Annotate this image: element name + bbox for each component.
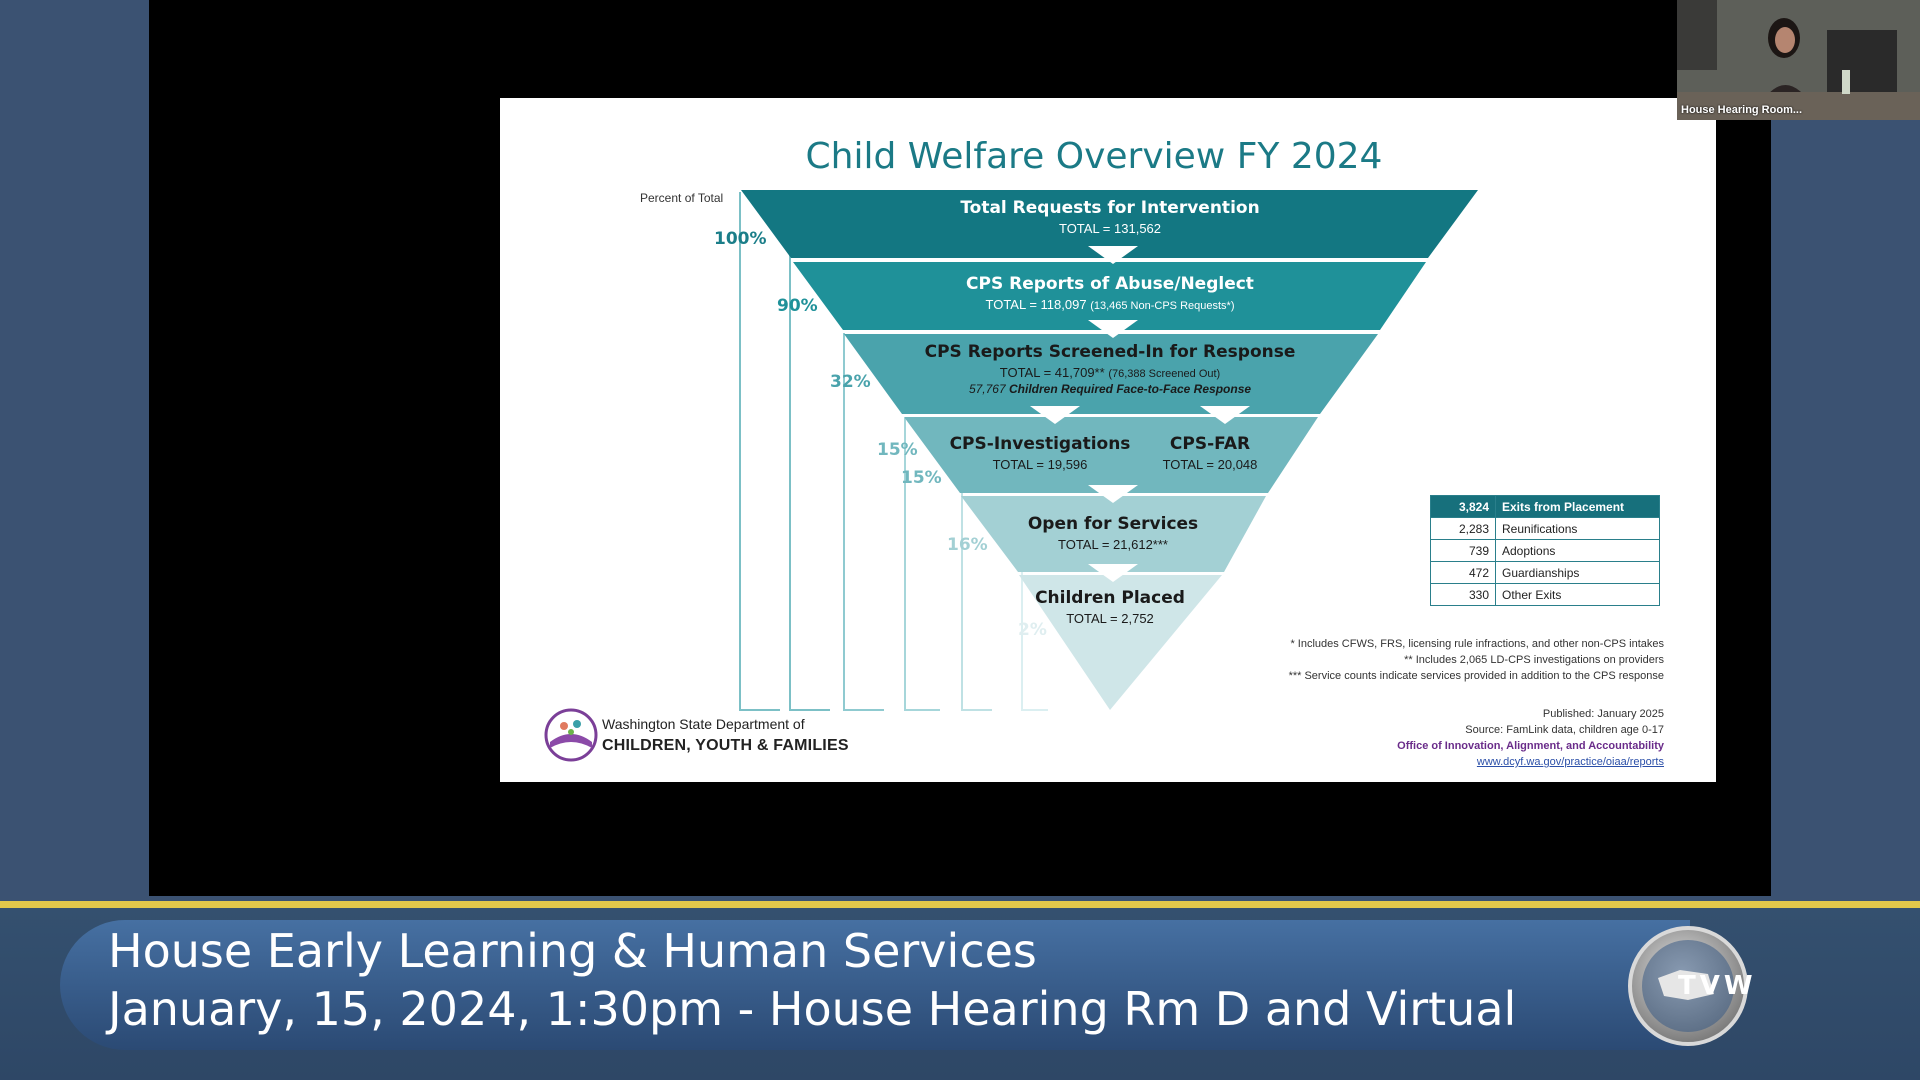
percent-label-90: 90% bbox=[777, 296, 818, 316]
table-row: 472 Guardianships bbox=[1430, 561, 1660, 584]
percent-brackets bbox=[739, 192, 1048, 711]
participant-video-thumbnail[interactable]: House Hearing Room... bbox=[1677, 0, 1920, 120]
stage-cps-reports: CPS Reports of Abuse/Neglect TOTAL = 118… bbox=[900, 274, 1320, 312]
percent-label-2: 2% bbox=[1018, 620, 1047, 640]
funnel-layer-4 bbox=[904, 417, 1318, 493]
funnel-layer-5 bbox=[961, 496, 1266, 572]
stage-screened-in: CPS Reports Screened-In for Response TOT… bbox=[900, 342, 1320, 396]
bracket-90 bbox=[789, 251, 830, 711]
footnotes: * Includes CFWS, FRS, licensing rule inf… bbox=[1289, 636, 1664, 684]
table-cell: 472 bbox=[1430, 561, 1496, 584]
stage-total: TOTAL = 131,562 bbox=[1058, 221, 1162, 236]
stage-title: Total Requests for Intervention bbox=[960, 198, 1260, 218]
funnel-diagram bbox=[739, 190, 1478, 711]
table-cell: 330 bbox=[1430, 583, 1496, 606]
stage-total-requests: Total Requests for Intervention TOTAL = … bbox=[900, 198, 1320, 236]
bracket-2 bbox=[1021, 558, 1048, 711]
data-source: Source: FamLink data, children age 0-17 bbox=[1465, 724, 1664, 736]
funnel-layer-6 bbox=[1019, 575, 1222, 710]
percent-axis-label: Percent of Total bbox=[640, 191, 724, 205]
funnel-layer-2 bbox=[793, 262, 1426, 330]
slide-title: Child Welfare Overview FY 2024 bbox=[805, 136, 1383, 177]
percent-label-15-inv: 15% bbox=[877, 440, 918, 460]
presentation-screen: Child Welfare Overview FY 2024 Percent o… bbox=[149, 0, 1920, 896]
percent-label-16: 16% bbox=[947, 535, 988, 555]
table-row: 739 Adoptions bbox=[1430, 539, 1660, 562]
footnote: *** Service counts indicate services pro… bbox=[1288, 670, 1664, 682]
footnote: ** Includes 2,065 LD-CPS investigations … bbox=[1404, 654, 1664, 666]
table-row: 2,283 Reunifications bbox=[1430, 517, 1660, 540]
stage-title: CPS-FAR bbox=[1169, 434, 1251, 454]
office-name: Office of Innovation, Alignment, and Acc… bbox=[1397, 740, 1664, 752]
participant-video-image bbox=[1677, 0, 1920, 120]
percent-label-32: 32% bbox=[830, 372, 871, 392]
stage-total: TOTAL = 19,596 bbox=[992, 457, 1088, 472]
stage-note: (13,465 Non-CPS Requests*) bbox=[1090, 300, 1235, 312]
reports-link[interactable]: www.dcyf.wa.gov/practice/oiaa/reports bbox=[1476, 756, 1664, 768]
table-header-row: 3,824 Exits from Placement bbox=[1430, 495, 1660, 518]
table-cell: Exits from Placement bbox=[1495, 495, 1660, 518]
table-cell: 2,283 bbox=[1430, 517, 1496, 540]
stage-total: TOTAL = 20,048 bbox=[1162, 457, 1258, 472]
stage-title: CPS Reports Screened-In for Response bbox=[924, 342, 1296, 362]
arrow-5 bbox=[1088, 564, 1138, 582]
stage-children-placed: Children Placed TOTAL = 2,752 bbox=[1010, 588, 1210, 626]
stage-required-count: 57,767 bbox=[968, 382, 1006, 396]
slide: Child Welfare Overview FY 2024 Percent o… bbox=[500, 98, 1716, 782]
bracket-100 bbox=[739, 192, 780, 711]
table-cell: Reunifications bbox=[1495, 517, 1660, 540]
percent-label-100: 100% bbox=[714, 229, 767, 249]
lower-third-banner bbox=[60, 920, 1690, 1050]
published-date: Published: January 2025 bbox=[1542, 708, 1664, 720]
stage-note: (76,388 Screened Out) bbox=[1108, 368, 1221, 380]
table-cell: 739 bbox=[1430, 539, 1496, 562]
arrow-3a bbox=[1030, 406, 1080, 424]
table-cell: 3,824 bbox=[1430, 495, 1496, 518]
table-cell: Other Exits bbox=[1495, 583, 1660, 606]
program-title: House Early Learning & Human Services bbox=[108, 924, 1037, 978]
stage-total: TOTAL = 2,752 bbox=[1066, 611, 1154, 626]
stage-total: TOTAL = 21,612*** bbox=[1058, 537, 1168, 552]
stage-title: CPS Reports of Abuse/Neglect bbox=[966, 274, 1254, 294]
arrow-1 bbox=[1088, 246, 1138, 264]
stage-title: Open for Services bbox=[1027, 514, 1199, 534]
stage-investigations: CPS-Investigations TOTAL = 19,596 bbox=[940, 434, 1140, 472]
arrow-3b bbox=[1200, 406, 1250, 424]
publication-info: Published: January 2025 Source: FamLink … bbox=[1397, 706, 1664, 770]
lower-third-stripe bbox=[0, 901, 1920, 908]
video-label: House Hearing Room... bbox=[1681, 104, 1803, 116]
stage-total: TOTAL = 41,709** bbox=[999, 365, 1105, 380]
funnel-layer-1 bbox=[741, 190, 1478, 258]
tvw-logo-text: TVW bbox=[1678, 971, 1757, 1001]
exits-from-placement-table: 3,824 Exits from Placement 2,283 Reunifi… bbox=[1430, 495, 1660, 606]
arrow-2 bbox=[1088, 320, 1138, 338]
footnote: * Includes CFWS, FRS, licensing rule inf… bbox=[1290, 638, 1664, 650]
dcyf-logo-icon bbox=[544, 708, 598, 762]
arrow-4 bbox=[1088, 485, 1138, 503]
percent-label-15-far: 15% bbox=[901, 468, 942, 488]
bracket-15a bbox=[904, 418, 940, 711]
table-cell: Guardianships bbox=[1495, 561, 1660, 584]
stage-required-text: Children Required Face-to-Face Response bbox=[1008, 382, 1252, 396]
dept-name-line2: CHILDREN, YOUTH & FAMILIES bbox=[602, 737, 849, 754]
table-row: 330 Other Exits bbox=[1430, 583, 1660, 606]
bracket-16 bbox=[961, 488, 992, 711]
stage-total: TOTAL = 118,097 bbox=[985, 297, 1087, 312]
stage-far: CPS-FAR TOTAL = 20,048 bbox=[1110, 434, 1310, 472]
program-subtitle: January, 15, 2024, 1:30pm - House Hearin… bbox=[108, 982, 1517, 1036]
tvw-logo-icon: TVW bbox=[1628, 926, 1757, 1046]
dept-name-line1: Washington State Department of bbox=[602, 716, 805, 732]
stage-title: CPS-Investigations bbox=[949, 434, 1131, 454]
table-cell: Adoptions bbox=[1495, 539, 1660, 562]
stage-title: Children Placed bbox=[1035, 588, 1185, 608]
funnel-layer-3 bbox=[844, 334, 1378, 414]
bracket-32 bbox=[843, 333, 884, 711]
stage-open-services: Open for Services TOTAL = 21,612*** bbox=[1000, 514, 1226, 552]
